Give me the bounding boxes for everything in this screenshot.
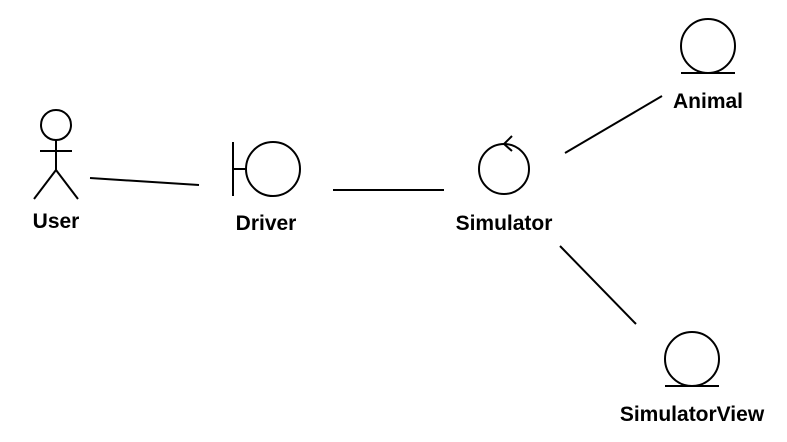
- entity-icon: [680, 18, 736, 74]
- link-simulator-animal: [564, 95, 663, 154]
- simulator-label: Simulator: [455, 212, 553, 235]
- actor-icon: [33, 109, 79, 200]
- user-label: User: [32, 210, 80, 233]
- animal-label: Animal: [672, 90, 744, 113]
- boundary-icon: [232, 141, 301, 197]
- driver-label: Driver: [235, 212, 297, 235]
- control-icon: [478, 135, 530, 195]
- simulatorview-label: SimulatorView: [619, 403, 765, 426]
- entity-icon: [664, 331, 720, 387]
- link-user-driver: [89, 177, 200, 186]
- link-simulator-simulatorview: [559, 245, 637, 325]
